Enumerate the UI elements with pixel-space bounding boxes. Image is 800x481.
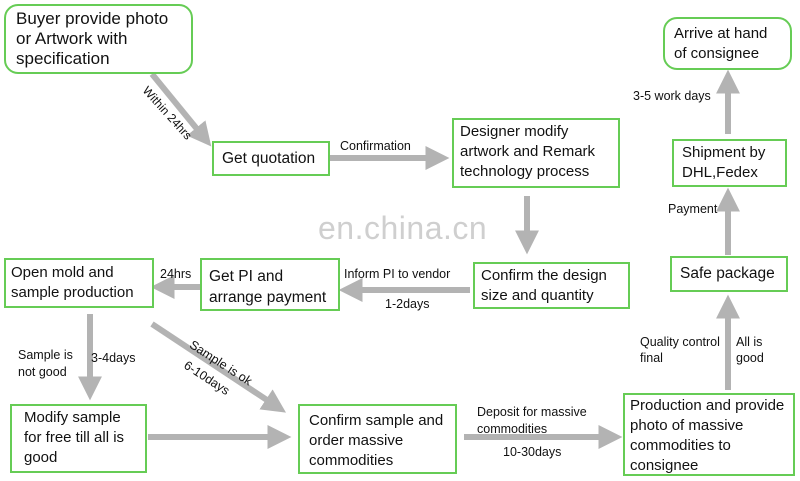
node-confirm-design: Confirm the design size and quantity (473, 262, 630, 309)
label-payment: Payment (668, 202, 718, 216)
label-3-5-work-days: 3-5 work days (633, 89, 711, 103)
label-sample-not-good: Sample is not good (18, 348, 73, 379)
label-all-good: All is good (736, 335, 764, 365)
node-production-label: Production and provide photo of massive … (630, 397, 785, 474)
label-3-4days: 3-4days (91, 351, 136, 365)
label-confirmation: Confirmation (340, 139, 411, 153)
node-safe-package: Safe package (670, 256, 788, 292)
node-designer: Designer modify artwork and Remark techn… (452, 118, 620, 188)
node-get-pi: Get PI and arrange payment (200, 258, 340, 311)
node-shipment: Shipment by DHL,Fedex (672, 139, 787, 187)
node-confirm-sample: Confirm sample and order massive commodi… (298, 404, 457, 474)
node-confirm-design-label: Confirm the design size and quantity (481, 267, 607, 304)
node-buyer: Buyer provide photo or Artwork with spec… (4, 4, 193, 74)
node-quotation: Get quotation (212, 141, 330, 176)
node-arrive-label: Arrive at hand of consignee (674, 25, 768, 62)
label-quality-control: Quality control final (640, 335, 720, 365)
label-1-2days: 1-2days (385, 297, 430, 311)
arrow-open-mold-to-confirm-sample (150, 321, 287, 413)
node-quotation-label: Get quotation (222, 150, 316, 167)
node-arrive: Arrive at hand of consignee (663, 17, 792, 70)
label-10-30days: 10-30days (503, 445, 562, 459)
node-safe-package-label: Safe package (680, 265, 775, 282)
node-production: Production and provide photo of massive … (623, 393, 795, 476)
node-get-pi-label: Get PI and arrange payment (209, 268, 327, 306)
node-confirm-sample-label: Confirm sample and order massive commodi… (309, 412, 444, 469)
node-buyer-label: Buyer provide photo or Artwork with spec… (16, 9, 169, 68)
label-deposit: Deposit for massive commodities (477, 405, 587, 436)
watermark: en.china.cn (318, 210, 488, 246)
node-open-mold-label: Open mold and sample production (11, 264, 134, 301)
node-shipment-label: Shipment by DHL,Fedex (682, 144, 766, 181)
label-24hrs: 24hrs (160, 267, 192, 281)
label-inform-pi: Inform PI to vendor (344, 267, 451, 281)
node-open-mold: Open mold and sample production (4, 258, 154, 308)
node-designer-label: Designer modify artwork and Remark techn… (460, 123, 596, 180)
node-modify-sample-label: Modify sample for free till all is good (24, 409, 125, 466)
arrow-buyer-to-quotation (149, 72, 212, 147)
node-modify-sample: Modify sample for free till all is good (10, 404, 147, 473)
